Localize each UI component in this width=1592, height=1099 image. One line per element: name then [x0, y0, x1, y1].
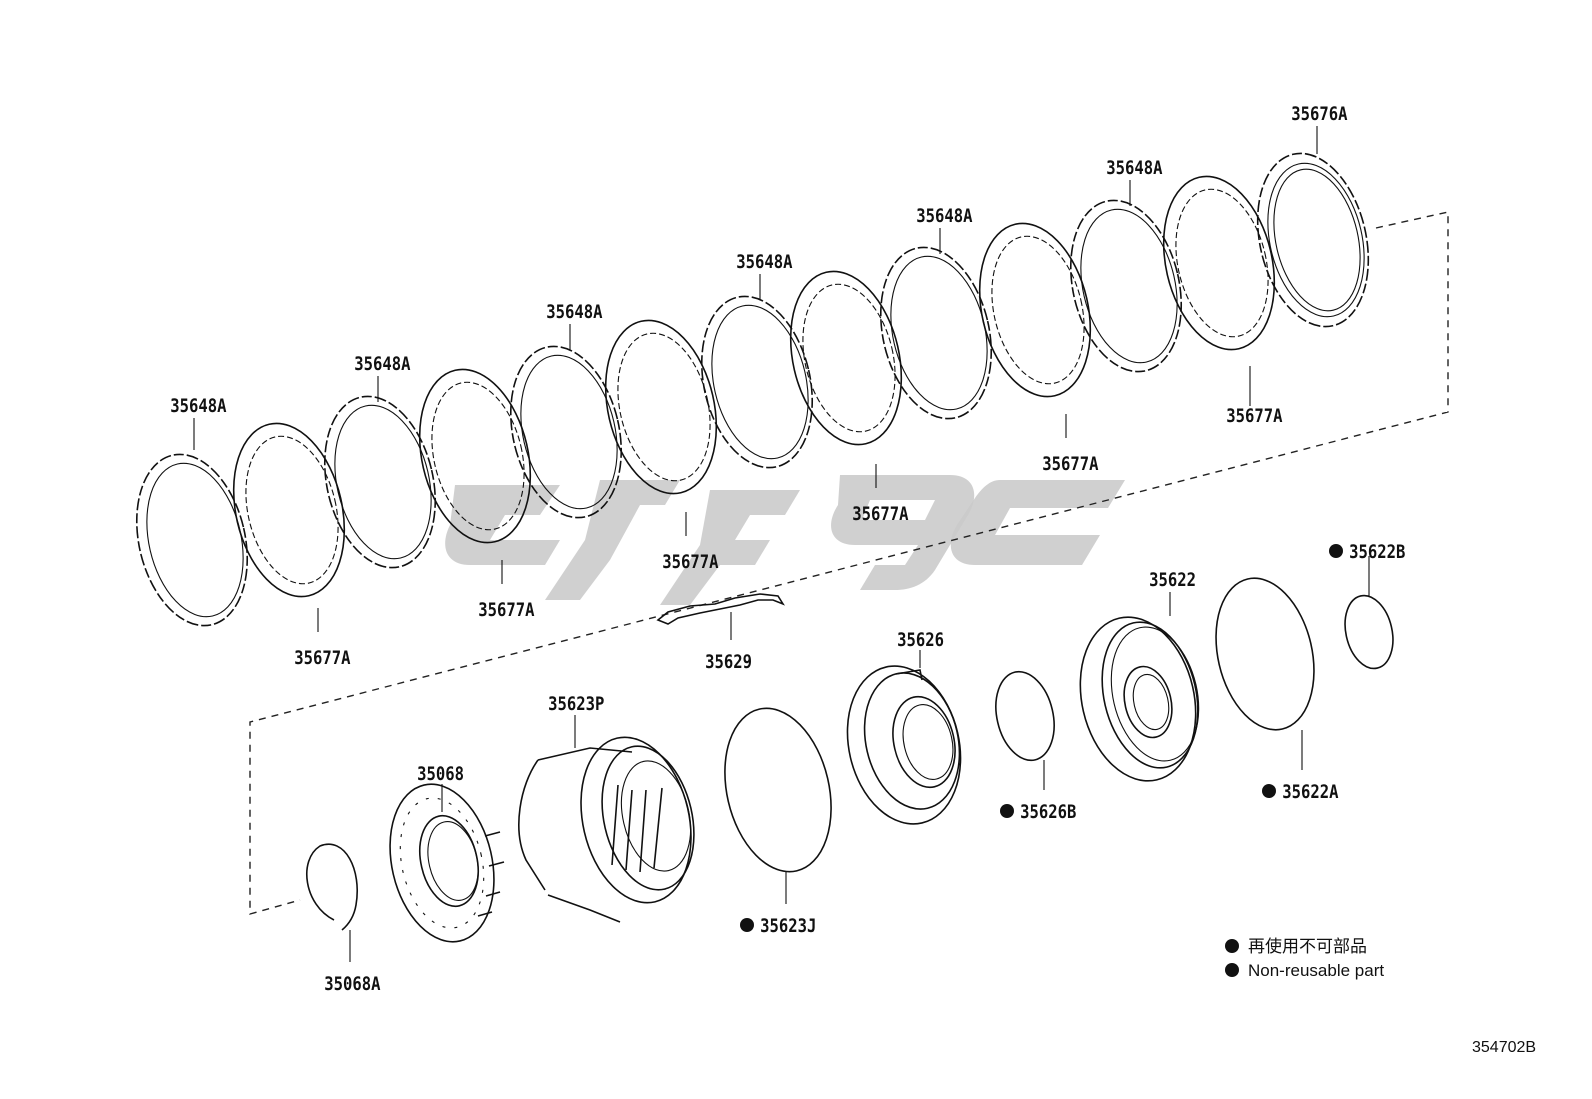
cylinder-35622	[1079, 616, 1200, 782]
non-reusable-dot	[740, 918, 754, 932]
legend-english: Non-reusable part	[1248, 961, 1384, 980]
legend-japanese: 再使用不可部品	[1248, 936, 1367, 956]
non-reusable-dot	[1000, 804, 1014, 818]
part-label-35622A: 35622A	[1282, 782, 1339, 804]
non-reusable-markers	[740, 544, 1343, 932]
friction-plate-35677A	[604, 319, 718, 495]
part-label-35677A: 35677A	[1226, 406, 1283, 428]
flange-plate-35676A	[1256, 152, 1370, 328]
o-ring-35622B	[1344, 594, 1394, 670]
friction-plate-35677A	[789, 270, 903, 446]
watermark-logo	[445, 475, 1125, 605]
part-label-35648A: 35648A	[546, 302, 603, 324]
part-label-35623P: 35623P	[548, 694, 604, 716]
part-label-35677A: 35677A	[662, 552, 719, 574]
part-label-35648A: 35648A	[916, 206, 973, 228]
illustration-code: 354702B	[1472, 1039, 1536, 1056]
part-label-35068: 35068	[417, 764, 464, 786]
non-reusable-dot	[1262, 784, 1276, 798]
friction-plate-35677A	[232, 422, 346, 598]
part-label-35677A: 35677A	[478, 600, 535, 622]
part-label-35677A: 35677A	[852, 504, 909, 526]
hub-35068	[389, 783, 505, 943]
friction-plate-35677A	[978, 222, 1092, 398]
friction-plate-35677A	[1162, 175, 1276, 351]
clutch-plate-stack	[135, 152, 1370, 627]
part-label-35623J: 35623J	[760, 916, 816, 938]
wave-spring-35629	[656, 593, 785, 625]
legend-dot	[1225, 939, 1239, 953]
legend-dot	[1225, 963, 1239, 977]
o-ring-35626B	[995, 670, 1055, 762]
part-label-35676A: 35676A	[1291, 104, 1348, 126]
o-ring-35622A	[1215, 577, 1315, 731]
part-label-35677A: 35677A	[1042, 454, 1099, 476]
snap-ring-35068A	[306, 843, 358, 931]
friction-plate-35677A	[418, 368, 532, 544]
part-label-35068A: 35068A	[324, 974, 381, 996]
steel-plate-35648A	[1069, 199, 1183, 373]
part-label-35648A: 35648A	[170, 396, 227, 418]
steel-plate-35648A	[700, 295, 814, 469]
part-label-35648A: 35648A	[354, 354, 411, 376]
part-label-35622B: 35622B	[1349, 542, 1405, 564]
part-label-35626: 35626	[897, 630, 944, 652]
legend: 再使用不可部品 Non-reusable part	[1225, 936, 1384, 980]
leader-lines	[193, 126, 1370, 962]
non-reusable-dot	[1329, 544, 1343, 558]
part-label-35629: 35629	[705, 652, 752, 674]
part-label-35648A: 35648A	[1106, 158, 1163, 180]
steel-plate-35648A	[323, 395, 437, 569]
piston-35626	[846, 665, 962, 825]
steel-plate-35648A	[509, 345, 623, 519]
part-label-35626B: 35626B	[1020, 802, 1076, 824]
part-label-35648A: 35648A	[736, 252, 793, 274]
part-label-35622: 35622	[1149, 570, 1196, 592]
o-ring-35623J	[724, 707, 832, 873]
clutch-drum-35623P	[518, 736, 695, 923]
part-labels: 35676A 35648A 35648A 35648A 35648A 35648…	[170, 104, 1405, 996]
part-label-35677A: 35677A	[294, 648, 351, 670]
